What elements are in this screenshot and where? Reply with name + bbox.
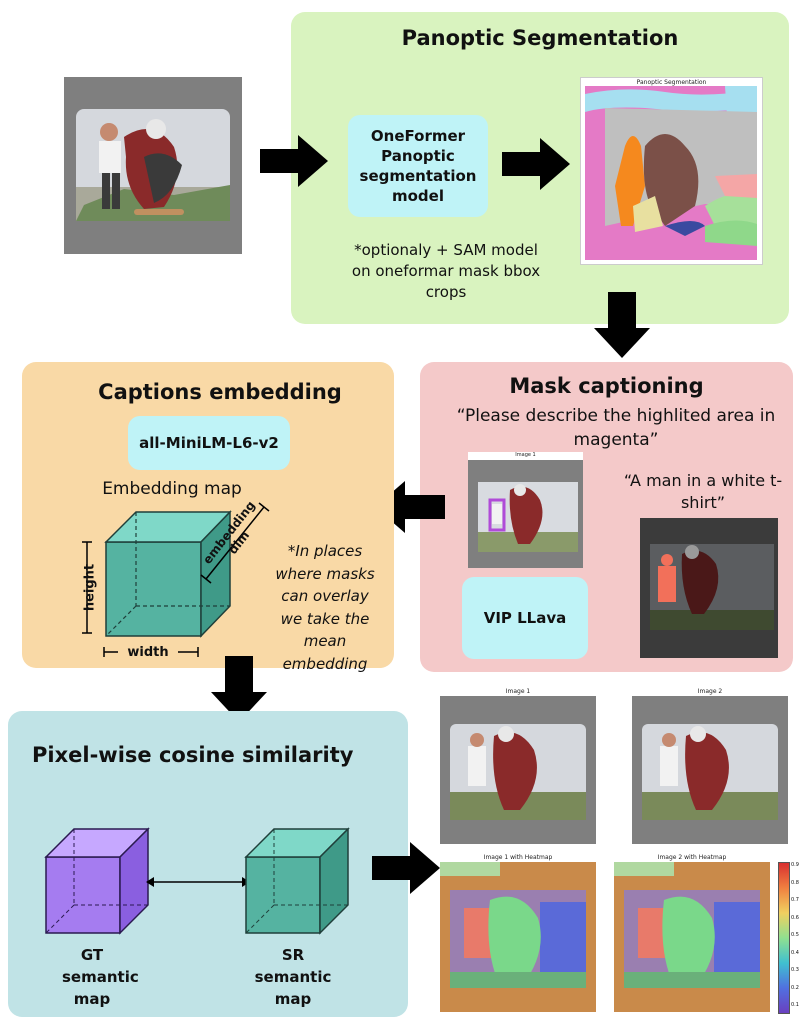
heatmap-image-2 [614, 862, 770, 1012]
colorbar-tick-label: 0.5 [791, 932, 799, 938]
result-image-1 [440, 696, 596, 844]
colorbar-tick-label: 0.4 [791, 949, 799, 956]
captioning-image-caption: Image 1 [515, 452, 536, 458]
colorbar-tick-label: 0.1 [791, 1002, 799, 1008]
result-caption-4: Image 2 with Heatmap [657, 854, 727, 861]
height-label: height [82, 563, 98, 612]
sr-cube [244, 827, 350, 935]
captioning-answer: “A man in a white t-shirt” [623, 471, 783, 513]
double-arrow-icon [146, 877, 250, 887]
colorbar [778, 862, 790, 1014]
captioning-input-image: Image 1 [468, 452, 583, 568]
sr-label: SR semantic map [254, 946, 332, 1008]
captioning-prompt: “Please describe the highlited area in m… [456, 406, 776, 450]
arrow-down-icon [594, 292, 650, 358]
width-label: width [118, 645, 178, 660]
panoptic-title: Panoptic Segmentation [401, 26, 679, 50]
arrow-right-icon [372, 842, 440, 894]
colorbar-tick-label: 0.6 [791, 914, 799, 921]
colorbar-tick-label: 0.2 [791, 984, 799, 991]
input-photo [64, 77, 242, 254]
arrow-right-icon [502, 138, 570, 190]
heatmap-image-1 [440, 862, 596, 1012]
arrow-down-icon [211, 656, 267, 722]
embedding-map-label: Embedding map [102, 479, 242, 499]
colorbar-tick-label: 0.8 [791, 879, 799, 886]
gt-label: GT semantic map [62, 946, 139, 1008]
embedding-title: Captions embedding [98, 380, 342, 404]
colorbar-tick-label: 0.9 [791, 862, 799, 868]
embedding-cube [82, 502, 270, 657]
colorbar-tick-label: 0.3 [791, 967, 799, 973]
result-image-2 [632, 696, 788, 844]
panoptic-output-caption: Panoptic Segmentation [636, 79, 707, 86]
gt-cube [44, 827, 150, 935]
arrow-right-icon [260, 135, 328, 187]
panoptic-note: *optionaly + SAM model on oneformar mask… [351, 241, 541, 301]
vip-llava-box: VIP LLava [462, 577, 588, 659]
captioning-title: Mask captioning [509, 374, 704, 398]
similarity-title: Pixel-wise cosine similarity [32, 743, 354, 767]
colorbar-ticks: 0.9 0.8 0.7 0.6 0.5 0.4 0.3 0.2 0.1 [791, 860, 803, 1016]
captioning-output-image [640, 518, 778, 658]
minilm-model-box: all-MiniLM-L6-v2 [128, 416, 290, 470]
oneformer-model-box: OneFormer Panoptic segmentation model [348, 115, 488, 217]
panoptic-output-image: Panoptic Segmentation [580, 77, 763, 265]
embedding-note: *In places where masks can overlay we ta… [275, 542, 375, 673]
colorbar-tick-label: 0.7 [791, 897, 799, 903]
result-caption-3: Image 1 with Heatmap [483, 854, 553, 861]
result-caption-1: Image 1 [505, 688, 531, 695]
result-caption-2: Image 2 [697, 688, 723, 695]
